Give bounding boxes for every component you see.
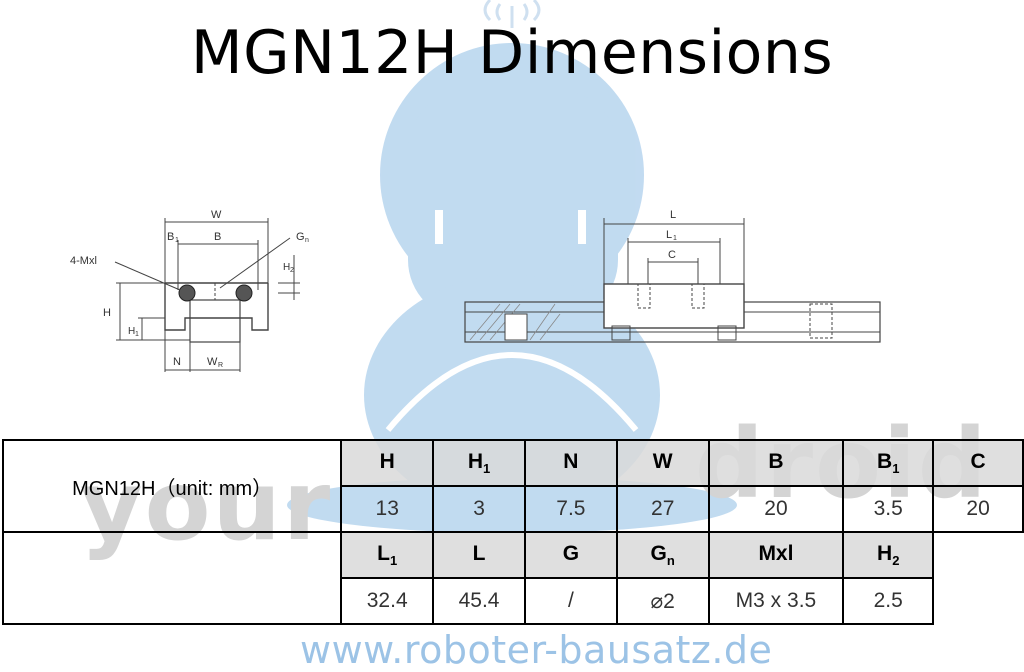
label-L: L: [670, 209, 676, 221]
label-C: C: [668, 249, 676, 261]
label-L1: L: [666, 229, 672, 241]
table-header: L: [432, 531, 526, 579]
table-row: MGN12H（unit: mm） H H1 N W B B1 C: [1, 439, 1024, 533]
table-cell: 3.5: [842, 485, 935, 533]
mascot-antenna-icon: [483, 0, 541, 28]
table-label: MGN12H（unit: mm）: [1, 439, 343, 533]
table-cell: 2.5: [842, 577, 935, 625]
label-H1-sub: 1: [135, 331, 139, 338]
table-header: H: [340, 439, 435, 487]
cross-section-view: W B 1 B G n 4-Mxl H 2 H H 1 N W R: [70, 209, 309, 372]
label-Gn: G: [296, 231, 305, 243]
table-header: W: [615, 439, 710, 487]
label-H2: H: [283, 262, 290, 273]
table-row: 32.4 45.4 / ⌀2 M3 x 3.5 2.5: [3, 577, 1023, 625]
label-H2-sub: 2: [290, 267, 294, 274]
watermark-url: www.roboter-bausatz.de: [300, 628, 773, 672]
label-mxl: 4-Mxl: [70, 255, 97, 267]
table-cell: 20: [707, 485, 845, 533]
table-header: Gn: [615, 531, 710, 579]
table-header: Mxl: [707, 531, 845, 579]
table-row: L1 L G Gn Mxl H2: [1, 531, 1023, 625]
table-header: C: [932, 439, 1024, 487]
table-label-empty: [1, 531, 343, 625]
label-B1-sub: 1: [175, 237, 179, 244]
table-cell: 27: [615, 485, 710, 533]
table-cell: 3: [432, 485, 526, 533]
table-cell: 32.4: [340, 577, 435, 625]
side-view: L L 1 C: [464, 209, 881, 343]
label-N: N: [173, 356, 181, 368]
mascot-eye-left: [435, 210, 443, 244]
table-cell: 20: [932, 485, 1024, 533]
table-cell: 7.5: [523, 485, 618, 533]
table-header: L1: [340, 531, 435, 579]
label-L1-sub: 1: [673, 235, 677, 242]
page-title: MGN12H Dimensions: [190, 18, 834, 88]
table-cell: 45.4: [432, 577, 526, 625]
table-cell: M3 x 3.5: [707, 577, 845, 625]
table-cell: /: [523, 577, 618, 625]
label-H1: H: [128, 326, 135, 337]
mascot-neck: [408, 90, 618, 320]
table-header: G: [523, 531, 618, 579]
table-header: N: [523, 439, 618, 487]
table-header: H1: [432, 439, 526, 487]
table-row: 13 3 7.5 27 20 3.5 20: [3, 485, 1024, 533]
label-WR: W: [207, 356, 218, 368]
label-H: H: [103, 307, 111, 319]
mascot-arm-curve: [385, 352, 639, 432]
label-B1: B: [167, 231, 174, 243]
label-Gn-sub: n: [305, 237, 309, 244]
table-empty-cell: [933, 532, 1023, 624]
table-header: H2: [842, 531, 935, 579]
table-header: B1: [842, 439, 935, 487]
table-cell: ⌀2: [615, 577, 710, 625]
spec-table: MGN12H（unit: mm） H H1 N W B B1 C 13 3 7.…: [1, 439, 1024, 625]
label-WR-sub: R: [218, 362, 223, 369]
table-cell: 13: [340, 485, 435, 533]
mascot-eye-right: [578, 210, 586, 244]
label-B: B: [214, 231, 221, 243]
label-W: W: [211, 209, 222, 221]
table-header: B: [707, 439, 845, 487]
technical-drawing: W B 1 B G n 4-Mxl H 2 H H 1 N W R: [70, 209, 881, 372]
